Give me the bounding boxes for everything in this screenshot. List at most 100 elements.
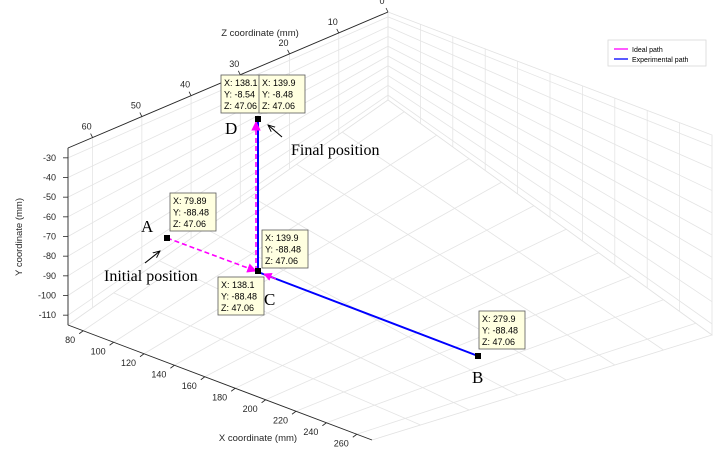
grid-line-floor-x: [174, 181, 502, 366]
marker-point-a: [164, 235, 170, 241]
x-tick-label: 100: [91, 346, 106, 356]
x-tick-mark: [139, 353, 145, 358]
grid-line-floor-x: [265, 252, 599, 401]
z-tick-label: 60: [82, 122, 92, 132]
point-label-a: A: [141, 217, 154, 236]
data-tip-line: Y: -88.48: [173, 208, 209, 218]
axis-ticks: 80100120140160180200220240260-30-40-50-6…: [38, 0, 389, 448]
x-tick-label: 240: [303, 427, 318, 437]
z-tick-label: 0: [379, 0, 384, 6]
marker-point-b: [475, 353, 481, 359]
x-tick-label: 260: [334, 438, 349, 448]
z-tick-label: 40: [180, 80, 190, 90]
data-tip[interactable]: X: 138.1Y: -88.48Z: 47.06: [217, 276, 265, 316]
point-label-c: C: [264, 290, 275, 309]
x-tick-label: 160: [182, 381, 197, 391]
y-tick-label: -70: [43, 232, 56, 242]
grid-line-wall-y: [67, 45, 389, 218]
grid-line-wall-y: [67, 36, 389, 198]
grid-line-floor-depth: [342, 131, 664, 351]
y-tick-label: -50: [43, 192, 56, 202]
grid-line-floor-x: [326, 299, 664, 424]
y-tick-label: -80: [43, 251, 56, 261]
z-tick-mark: [90, 133, 93, 138]
data-tip-box: [217, 276, 265, 316]
data-tip[interactable]: X: 139.9 Y: -88.48Z: 47.06: [261, 229, 309, 269]
annotations: Initial position Final position: [104, 125, 379, 285]
final-position-arrow: [268, 125, 283, 138]
z-tick-label: 50: [131, 101, 141, 111]
data-tip-line: X: 139.9: [262, 78, 296, 88]
legend-label-ideal: Ideal path: [632, 47, 663, 54]
data-tip[interactable]: X: 139.9 Y: -8.48Z: 47.06: [258, 74, 306, 114]
data-tips: X: 79.89Y: -88.48Z: 47.06X: 279.9Y: -88.…: [169, 74, 526, 350]
data-tip-line: Z: 47.06: [262, 101, 295, 111]
x-tick-label: 220: [273, 415, 288, 425]
z-tick-mark: [385, 7, 389, 13]
grid-line-floor-x: [356, 322, 696, 435]
grid-line-floor-x: [235, 228, 567, 389]
z-tick-mark: [237, 70, 241, 75]
x-tick-label: 140: [151, 369, 166, 379]
y-tick-label: -40: [43, 173, 56, 183]
data-tip-line: Z: 47.06: [265, 256, 298, 266]
legend-label-experimental: Experimental path: [632, 57, 689, 64]
x-tick-mark: [200, 376, 206, 381]
data-tip-line: Z: 47.06: [482, 337, 515, 347]
z-tick-mark: [188, 91, 192, 96]
x-tick-mark: [261, 399, 266, 404]
data-tip[interactable]: X: 79.89 Y: -88.48Z: 47.06: [169, 192, 217, 232]
point-labels: A B C D: [141, 119, 483, 387]
z-tick-mark: [336, 28, 340, 34]
data-tip-box: [261, 229, 309, 269]
point-label-d: D: [225, 119, 237, 138]
z-tick-mark: [287, 49, 290, 55]
legend-box: [607, 39, 707, 67]
grid-line-wall-y: [67, 94, 389, 316]
y-tick-label: -110: [39, 310, 56, 320]
ideal-path-return-arrow: [263, 273, 277, 281]
initial-position-arrow: [144, 251, 160, 264]
y-tick-label: -90: [43, 271, 56, 281]
data-tip-line: Y: -88.48: [482, 326, 518, 336]
final-position-label: Final position: [291, 142, 379, 159]
grid-line-wall-y: [67, 65, 389, 257]
grid-line-floor-depth: [159, 260, 470, 411]
data-tip[interactable]: X: 279.9 Y: -88.48Z: 47.06: [478, 310, 526, 350]
z-tick-label: 10: [328, 17, 338, 27]
z-tick-mark: [139, 112, 143, 117]
data-tip-line: Y: -8.48: [262, 90, 293, 100]
grid-line-wall-y: [67, 84, 389, 296]
marker-point-c: [255, 268, 261, 274]
data-tip-line: X: 139.9: [265, 233, 299, 243]
data-tip-box: [169, 192, 217, 232]
data-tip-box: [258, 74, 306, 114]
x-tick-label: 120: [121, 358, 136, 368]
grid-line-floor-x: [295, 275, 632, 412]
x-tick-mark: [322, 422, 327, 427]
data-tip-line: X: 79.89: [173, 196, 207, 206]
marker-point-d: [255, 116, 261, 122]
x-tick-mark: [109, 341, 114, 346]
grid-line-floor-x: [82, 111, 405, 332]
experimental-path-segment-1: [257, 271, 479, 357]
y-tick-label: -60: [43, 212, 56, 222]
z-tick-label: 30: [229, 59, 239, 69]
data-tip-line: Y: -8.54: [224, 90, 255, 100]
x-tick-mark: [291, 410, 297, 415]
grid-line-wall-y: [67, 75, 389, 277]
data-tip-line: Z: 47.06: [173, 219, 206, 229]
data-tip-box: [478, 310, 526, 350]
series-layer: [164, 116, 481, 359]
x-tick-mark: [170, 364, 175, 369]
grid-line-floor-x: [204, 205, 534, 378]
legend: Ideal path Experimental path: [607, 39, 707, 67]
x-axis-label: X coordinate (mm): [219, 433, 297, 444]
data-tip-line: Z: 47.06: [224, 101, 257, 111]
data-tip-line: Y: -88.48: [265, 245, 301, 255]
x-tick-mark: [78, 330, 84, 335]
z-tick-label: 20: [279, 38, 289, 48]
x-axis-line: [67, 324, 373, 441]
data-tip-line: X: 279.9: [482, 314, 516, 324]
